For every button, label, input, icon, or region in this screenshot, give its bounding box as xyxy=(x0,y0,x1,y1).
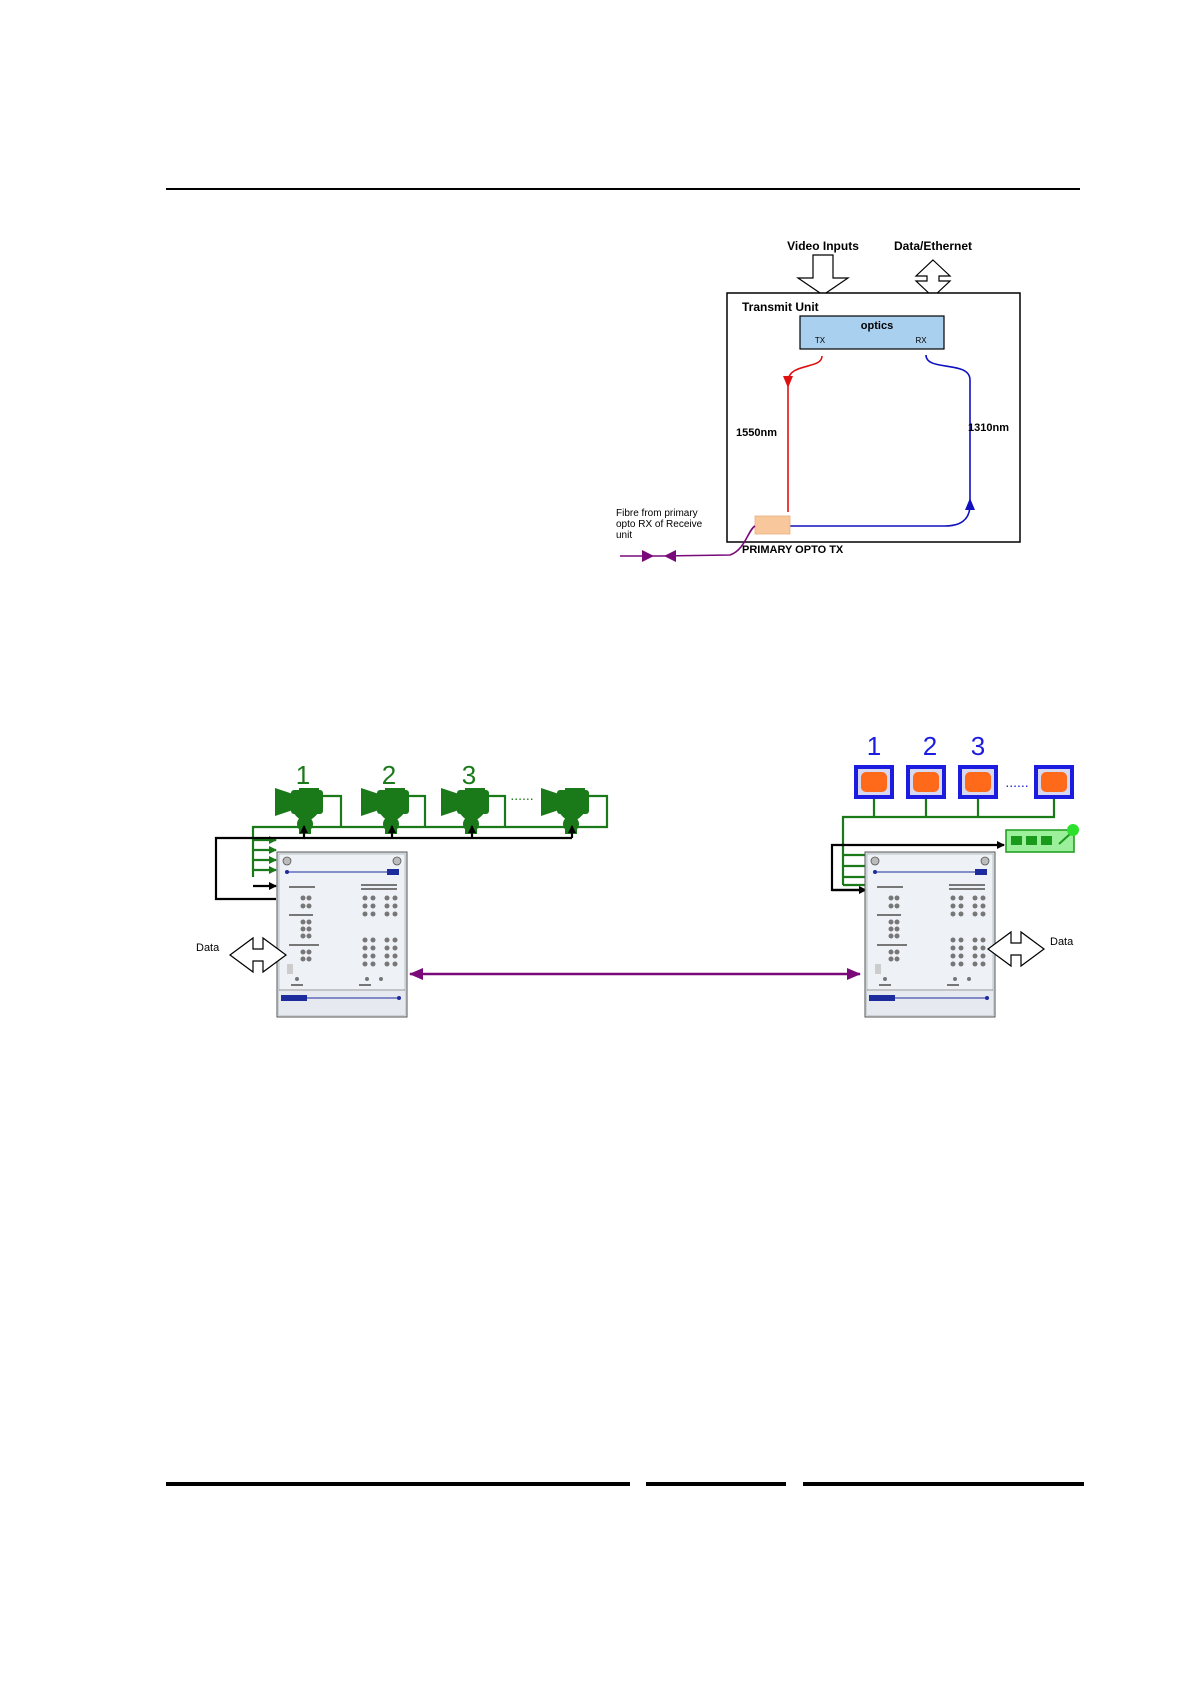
camera-number-1: 1 xyxy=(296,760,310,790)
primary-opto-tx-label: PRIMARY OPTO TX xyxy=(742,544,844,556)
monitor-number-3: 3 xyxy=(971,731,985,761)
monitor-number-1: 1 xyxy=(867,731,881,761)
wavelength-1310-label: 1310nm xyxy=(968,422,1009,434)
bidirectional-arrow-right xyxy=(664,550,676,562)
bidirectional-arrow-left xyxy=(642,550,654,562)
transmit-unit-label: Transmit Unit xyxy=(742,300,819,314)
monitor-icon-4 xyxy=(1034,765,1074,799)
fibre-note-line-3: unit xyxy=(616,530,632,541)
fibre-note-line-2: opto RX of Receive xyxy=(616,519,703,530)
system-diagram: 1 2 3 ...... xyxy=(196,731,1079,1017)
monitor-number-2: 2 xyxy=(923,731,937,761)
camera-ellipsis: ...... xyxy=(510,787,533,803)
video-input-arrow xyxy=(798,255,848,295)
data-ethernet-arrow xyxy=(916,260,950,297)
transmit-rack-unit xyxy=(277,852,407,1017)
monitor-icon-1 xyxy=(854,765,894,799)
optics-label: optics xyxy=(861,320,893,332)
monitor-icon-3 xyxy=(958,765,998,799)
transmit-unit-diagram: Video Inputs Data/Ethernet Transmit Unit… xyxy=(616,239,1020,562)
keyboard-controller xyxy=(1006,824,1079,852)
fibre-note-line-1: Fibre from primary xyxy=(616,508,698,519)
data-label-right: Data xyxy=(1050,936,1074,948)
receive-rack-unit xyxy=(865,852,995,1017)
tx-port-label: TX xyxy=(815,336,826,345)
wavelength-1550-label: 1550nm xyxy=(736,427,777,439)
monitor-icon-2 xyxy=(906,765,946,799)
rx-port-label: RX xyxy=(915,336,927,345)
wdm-coupler xyxy=(755,516,790,534)
data-ethernet-label: Data/Ethernet xyxy=(894,239,972,253)
camera-number-2: 2 xyxy=(382,760,396,790)
monitor-ellipsis: ...... xyxy=(1005,774,1028,790)
video-inputs-label: Video Inputs xyxy=(787,239,859,253)
camera-number-3: 3 xyxy=(462,760,476,790)
data-arrow-right xyxy=(988,932,1044,966)
data-label-left: Data xyxy=(196,942,220,954)
